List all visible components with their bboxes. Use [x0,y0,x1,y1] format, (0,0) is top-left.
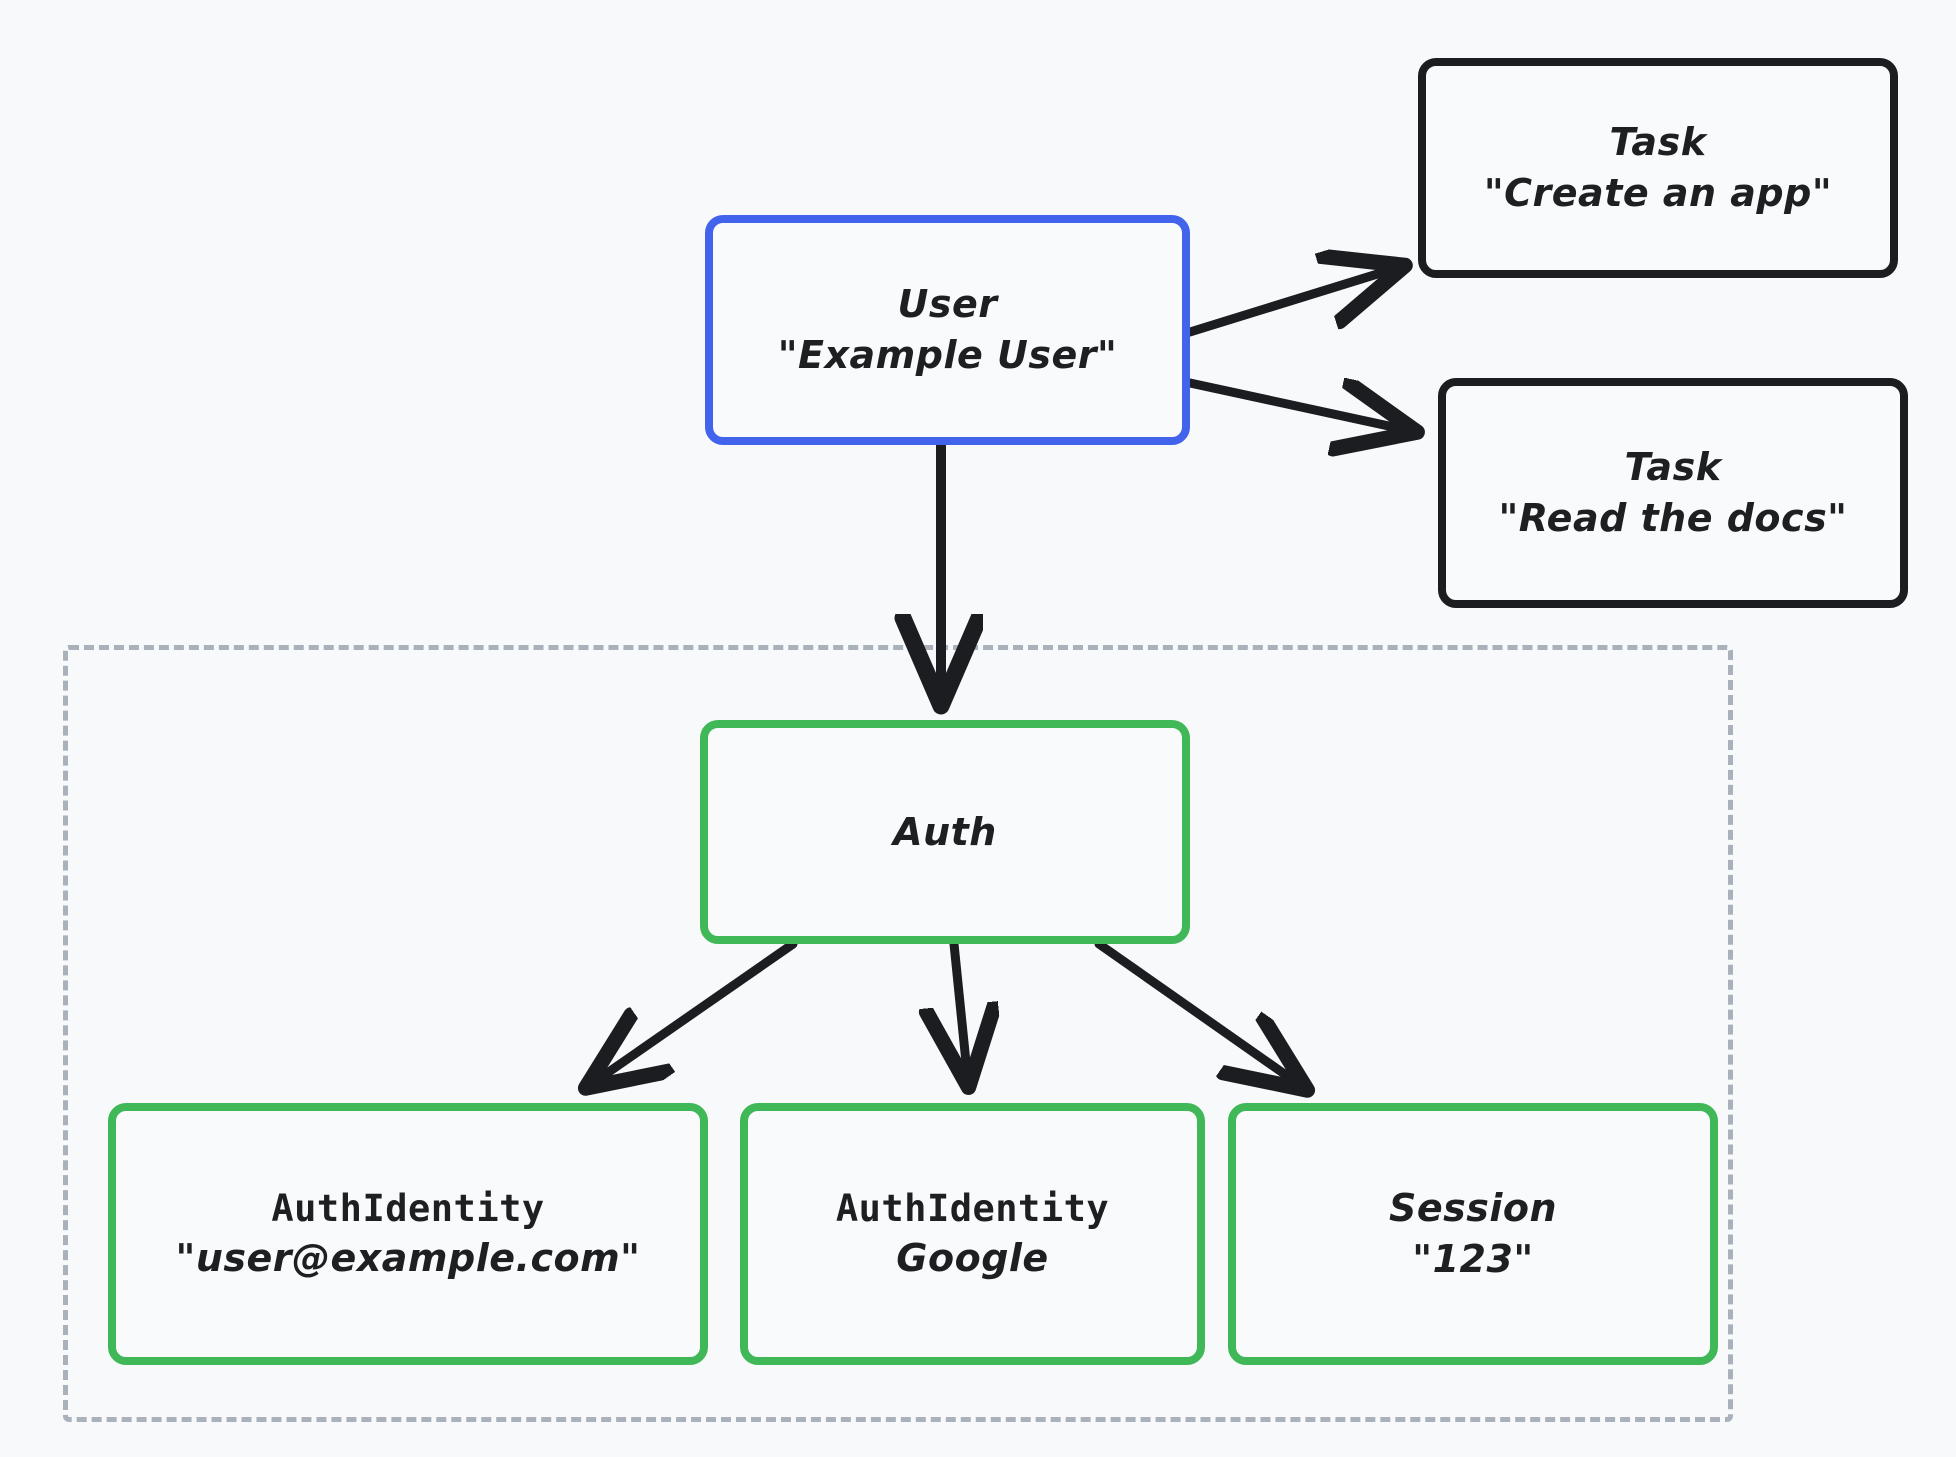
node-auth-title: Auth [893,809,997,854]
node-session-subtitle: "123" [1412,1237,1534,1281]
node-user-subtitle: "Example User" [777,333,1118,377]
node-user-title: User [897,282,998,327]
node-auth-identity-email-subtitle: "user@example.com" [175,1236,641,1281]
node-task-create-app-subtitle: "Create an app" [1483,171,1833,215]
node-user[interactable]: User "Example User" [705,215,1190,445]
node-task-read-docs-subtitle: "Read the docs" [1498,496,1848,540]
node-auth-identity-email-title: AuthIdentity [271,1186,545,1230]
edge-user-to-task-read-docs [1185,383,1412,431]
node-task-read-docs-title: Task [1624,445,1722,490]
node-task-create-app[interactable]: Task "Create an app" [1418,58,1898,278]
node-task-create-app-title: Task [1609,120,1707,165]
node-auth-identity-email[interactable]: AuthIdentity "user@example.com" [108,1103,708,1365]
edge-user-to-task-create-app [1185,267,1400,337]
node-session[interactable]: Session "123" [1228,1103,1718,1365]
node-auth-identity-google-subtitle: Google [896,1236,1049,1281]
node-session-title: Session [1388,1186,1558,1231]
node-auth[interactable]: Auth [700,720,1190,944]
node-task-read-docs[interactable]: Task "Read the docs" [1438,378,1908,608]
node-auth-identity-google[interactable]: AuthIdentity Google [740,1103,1205,1365]
node-auth-identity-google-title: AuthIdentity [835,1186,1110,1230]
